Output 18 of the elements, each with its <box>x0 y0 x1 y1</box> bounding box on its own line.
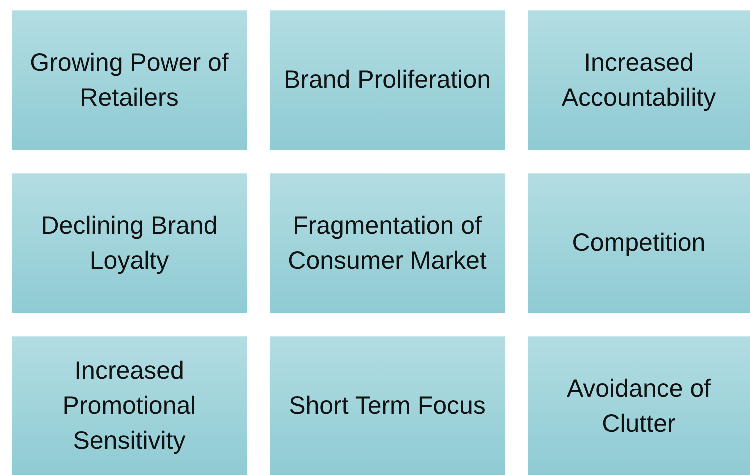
factor-label: Increased Accountability <box>560 48 718 114</box>
factor-label: Avoidance of Clutter <box>566 374 712 440</box>
factor-box <box>528 10 750 150</box>
factor-label: Declining Brand Loyalty <box>40 210 219 276</box>
factor-label: Growing Power of Retailers <box>29 48 230 114</box>
factor-box <box>12 173 247 313</box>
factor-label: Increased Promotional Sensitivity <box>62 356 198 457</box>
factor-box <box>528 336 750 475</box>
factor-label: Competition <box>572 228 706 259</box>
factor-box <box>270 336 505 475</box>
factor-box <box>528 173 750 313</box>
factor-box <box>12 336 247 475</box>
factor-label: Brand Proliferation <box>284 65 492 96</box>
factor-box <box>270 10 505 150</box>
factor-box <box>12 10 247 150</box>
factor-box <box>270 173 505 313</box>
factor-label: Fragmentation of Consumer Market <box>287 210 488 276</box>
factor-label: Short Term Focus <box>289 391 486 422</box>
